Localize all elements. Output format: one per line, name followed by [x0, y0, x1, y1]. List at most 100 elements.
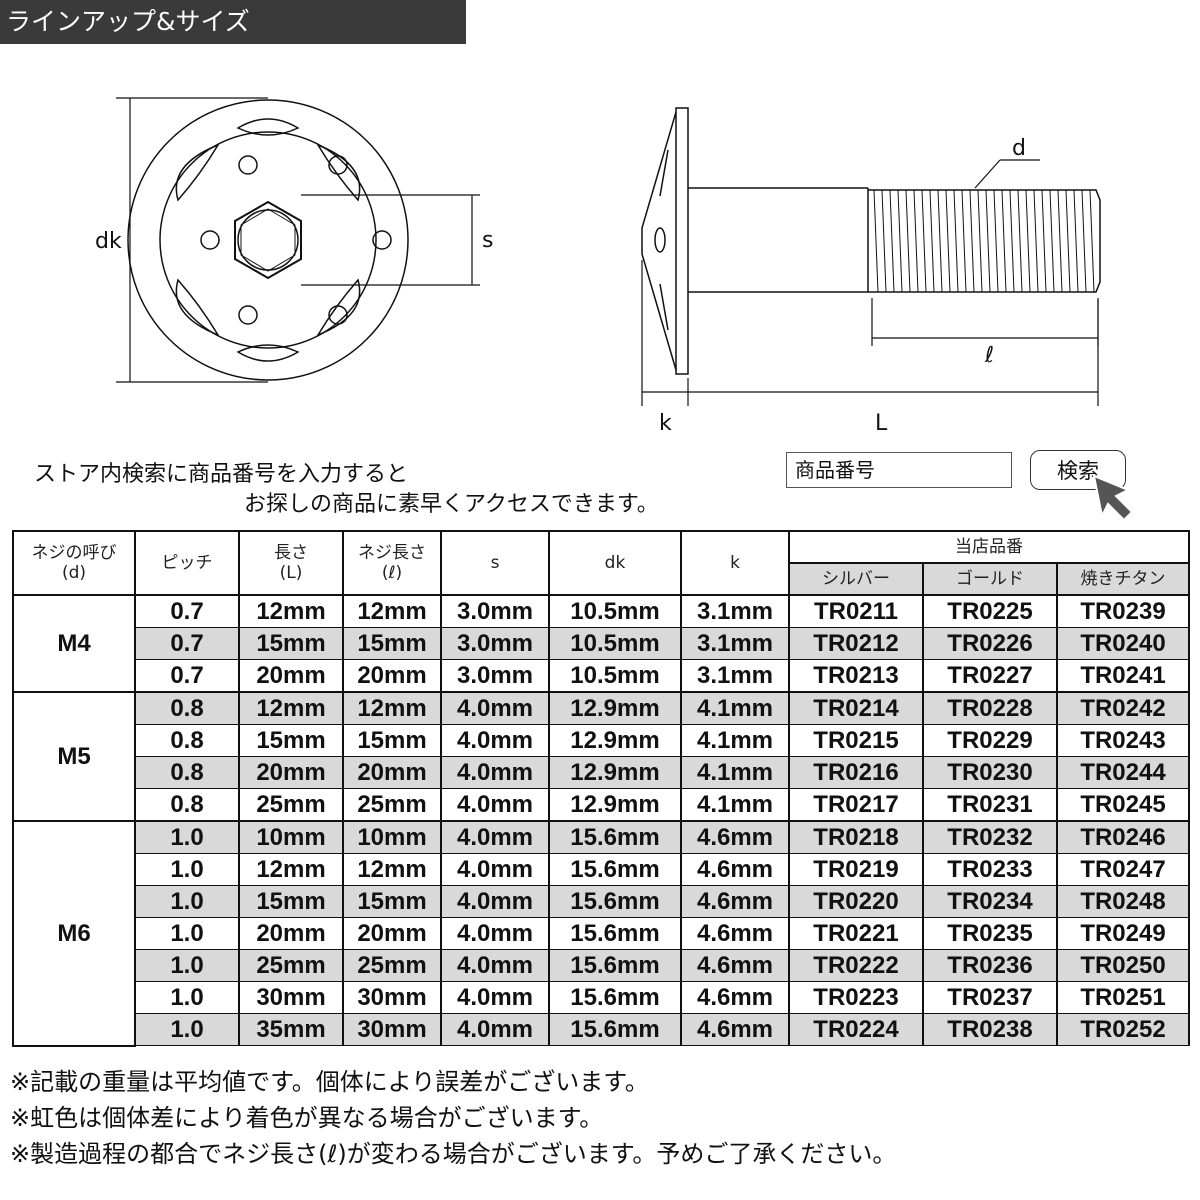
table-cell: 15mm: [342, 885, 442, 918]
table-cell: TR0228: [922, 691, 1058, 725]
table-cell: 30mm: [238, 981, 344, 1014]
table-cell: 25mm: [342, 788, 442, 822]
table-cell: 12mm: [238, 594, 344, 628]
l-small-label: ℓ: [984, 343, 994, 368]
table-cell: 15.6mm: [548, 949, 682, 982]
dk-dimension: [116, 97, 268, 383]
table-cell: 15.6mm: [548, 917, 682, 950]
table-cell: TR0233: [922, 853, 1058, 886]
table-cell: TR0223: [788, 981, 924, 1014]
table-cell: 12.9mm: [548, 756, 682, 789]
table-cell: 25mm: [342, 949, 442, 982]
table-cell: 4.0mm: [440, 885, 550, 918]
table-cell: 0.8: [134, 756, 240, 789]
table-cell: 10.5mm: [548, 594, 682, 628]
table-cell: 20mm: [342, 659, 442, 693]
thread-lines: [873, 189, 1095, 293]
table-cell: 10.5mm: [548, 627, 682, 660]
table-cell: 4.6mm: [680, 820, 790, 854]
table-cell: 10.5mm: [548, 659, 682, 693]
L-label: L: [875, 411, 888, 436]
dk-label: dk: [95, 229, 122, 254]
table-cell: TR0250: [1055, 949, 1191, 982]
table-cell: 15mm: [342, 627, 442, 660]
table-cell: 12.9mm: [548, 788, 682, 822]
table-cell: TR0243: [1055, 724, 1191, 757]
table-cell: 1.0: [134, 820, 240, 854]
table-cell: 3.1mm: [680, 627, 790, 660]
header-gold: ゴールド: [922, 562, 1058, 596]
table-cell: TR0218: [788, 820, 924, 854]
table-cell: TR0219: [788, 853, 924, 886]
table-cell: 4.0mm: [440, 788, 550, 822]
table-cell: 1.0: [134, 949, 240, 982]
table-cell: 4.6mm: [680, 1013, 790, 1046]
table-cell: TR0226: [922, 627, 1058, 660]
table-cell: TR0234: [922, 885, 1058, 918]
table-cell: 1.0: [134, 917, 240, 950]
product-number-search-input[interactable]: [786, 452, 1012, 488]
table-cell: TR0222: [788, 949, 924, 982]
table-cell: TR0242: [1055, 691, 1191, 725]
table-cell: 20mm: [342, 917, 442, 950]
table-cell: 4.6mm: [680, 853, 790, 886]
table-cell: TR0241: [1055, 659, 1191, 693]
notes: ※記載の重量は平均値です。個体により誤差がございます。 ※虹色は個体差により着色…: [10, 1064, 896, 1172]
table-cell: TR0240: [1055, 627, 1191, 660]
table-cell: TR0248: [1055, 885, 1191, 918]
table-cell: TR0224: [788, 1013, 924, 1046]
table-cell: TR0231: [922, 788, 1058, 822]
table-cell: 4.1mm: [680, 756, 790, 789]
table-cell: 4.0mm: [440, 820, 550, 854]
table-cell: 3.1mm: [680, 659, 790, 693]
table-cell: 20mm: [238, 659, 344, 693]
table-cell: 4.0mm: [440, 853, 550, 886]
table-cell: 4.6mm: [680, 981, 790, 1014]
bolt-head-front-view: [127, 99, 409, 381]
l-dimension: [871, 298, 1099, 346]
header-s: s: [440, 530, 550, 596]
table-cell: 15.6mm: [548, 853, 682, 886]
note-thread-length: ※製造過程の都合でネジ長さ(ℓ)が変わる場合がございます。予めご了承ください。: [10, 1140, 897, 1168]
table-cell: 12.9mm: [548, 724, 682, 757]
table-cell: TR0213: [788, 659, 924, 693]
table-cell: TR0251: [1055, 981, 1191, 1014]
d-leader: [974, 159, 1040, 189]
table-cell: TR0249: [1055, 917, 1191, 950]
table-cell: 20mm: [238, 917, 344, 950]
table-cell: 4.1mm: [680, 691, 790, 725]
table-cell: TR0237: [922, 981, 1058, 1014]
section-title: ラインアップ&サイズ: [0, 0, 466, 44]
table-cell: 20mm: [342, 756, 442, 789]
table-cell: 4.6mm: [680, 949, 790, 982]
table-cell: 4.0mm: [440, 724, 550, 757]
store-search-note-line2: お探しの商品に素早くアクセスできます。: [244, 492, 659, 517]
table-cell: TR0230: [922, 756, 1058, 789]
header-thread-length: ネジ長さ(ℓ): [342, 530, 442, 596]
table-cell: 0.8: [134, 724, 240, 757]
k-label: k: [659, 411, 672, 436]
table-cell: TR0217: [788, 788, 924, 822]
table-cell: 1.0: [134, 885, 240, 918]
header-nominal: ネジの呼び(d): [12, 530, 136, 596]
table-cell: 0.7: [134, 659, 240, 693]
d-label: d: [1012, 136, 1026, 161]
header-pitch: ピッチ: [134, 530, 240, 596]
table-cell: TR0215: [788, 724, 924, 757]
table-cell: 1.0: [134, 981, 240, 1014]
table-cell: 15.6mm: [548, 981, 682, 1014]
table-cell: TR0214: [788, 691, 924, 725]
table-cell: TR0229: [922, 724, 1058, 757]
table-cell: 10mm: [342, 820, 442, 854]
nominal-size-cell: M5: [12, 691, 136, 822]
table-cell: TR0216: [788, 756, 924, 789]
table-cell: 4.0mm: [440, 981, 550, 1014]
table-cell: TR0212: [788, 627, 924, 660]
